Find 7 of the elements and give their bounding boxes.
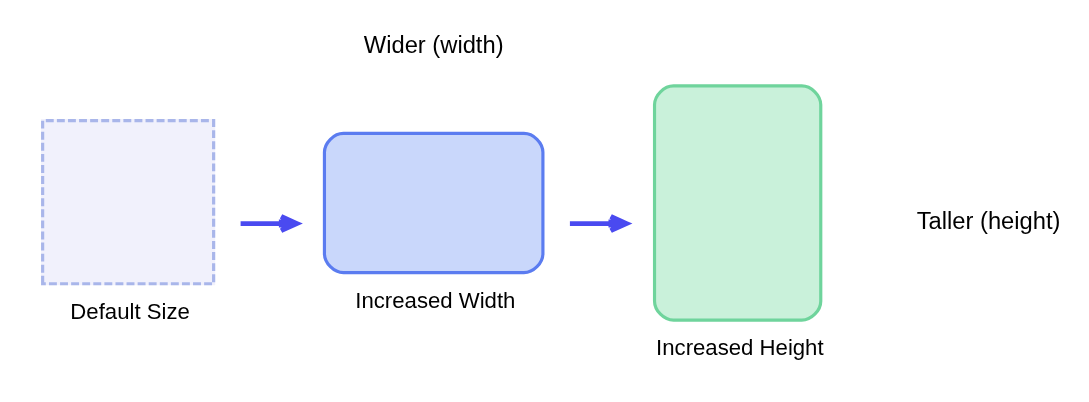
node-label: Increased Height [656, 335, 824, 361]
node-label: Increased Width [355, 287, 516, 313]
node-label: Default Size [70, 298, 190, 324]
arrow [569, 214, 630, 234]
label: Wider (width) [363, 32, 504, 59]
arrow [240, 214, 300, 234]
label: Taller (height) [916, 208, 1061, 235]
